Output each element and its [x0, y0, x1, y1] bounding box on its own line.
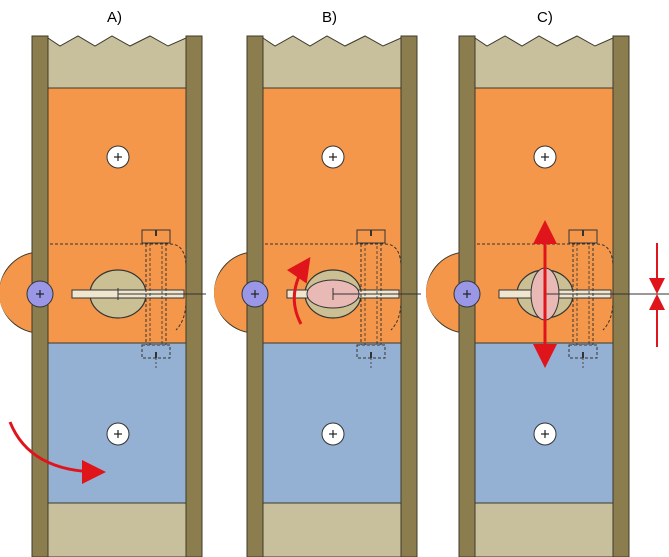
- panel-label-c: C): [537, 9, 553, 26]
- pivot-icon: [241, 280, 269, 308]
- diagram-panel-a: [0, 35, 206, 557]
- end-block-top: [262, 35, 402, 89]
- diagram-panel-b: [214, 35, 421, 557]
- rotation-arrow: [8, 421, 106, 484]
- frame-right-bar: [612, 35, 630, 557]
- fixing-hole-upper-icon: [106, 145, 130, 169]
- slotted-screw-icon: [141, 229, 171, 368]
- fixing-hole-lower-icon: [321, 422, 345, 446]
- diagram-panel-c: [426, 35, 669, 557]
- end-block-bottom: [262, 502, 402, 557]
- pivot-icon: [26, 280, 54, 308]
- frame-right-bar: [185, 35, 203, 557]
- end-block-bottom: [474, 502, 614, 557]
- frame-right-bar: [400, 35, 418, 557]
- pivot-icon: [453, 280, 481, 308]
- end-block-top: [474, 35, 614, 89]
- panel-label-a: A): [107, 9, 122, 26]
- fixing-hole-upper-icon: [321, 145, 345, 169]
- slotted-screw-icon: [568, 229, 598, 368]
- fixing-hole-upper-icon: [533, 145, 557, 169]
- rotation-arrow: [286, 257, 311, 325]
- end-block-top: [47, 35, 187, 89]
- panel-label-b: B): [322, 9, 337, 26]
- fixing-hole-lower-icon: [533, 422, 557, 446]
- end-block-bottom: [47, 502, 187, 557]
- fixing-hole-lower-icon: [106, 422, 130, 446]
